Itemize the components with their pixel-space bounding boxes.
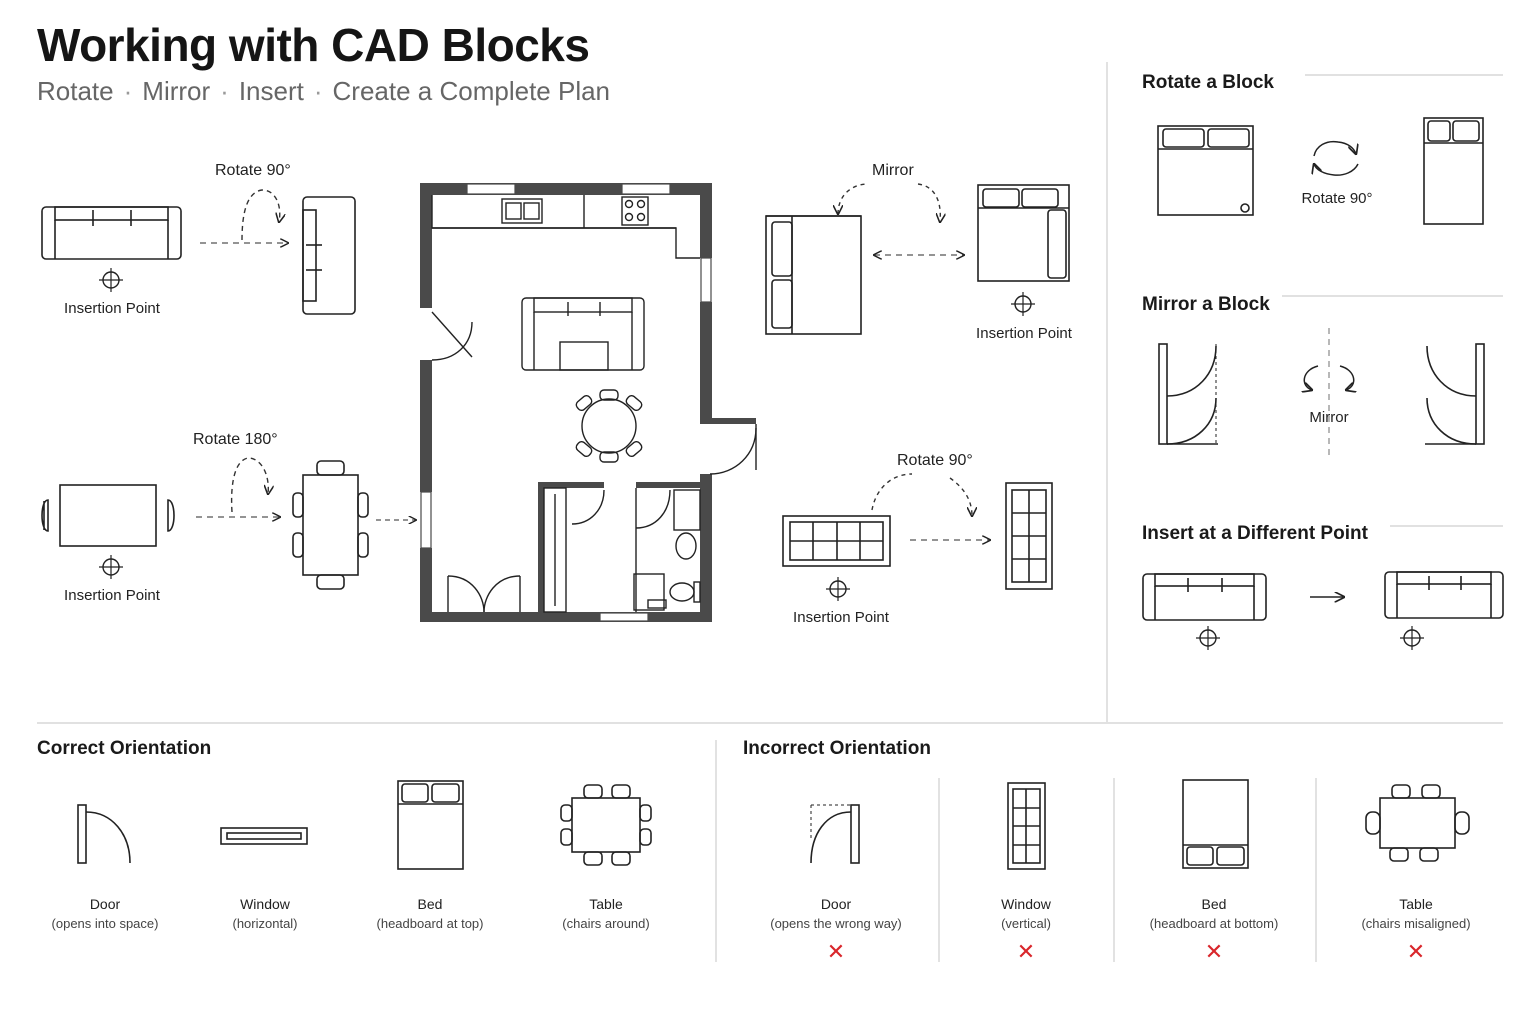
insertion-point-icon[interactable] (825, 576, 851, 602)
table-block[interactable] (41, 484, 175, 547)
sofa-rotate-label: Rotate 90° (215, 162, 291, 179)
caption-name: Table (1399, 896, 1433, 912)
incorrect-table-caption: Table (chairs misaligned) (1361, 894, 1470, 934)
caption-name: Bed (1201, 896, 1227, 912)
bed-mirror-label: Mirror (872, 162, 914, 179)
correct-table-icon[interactable] (560, 784, 652, 866)
caption-desc: (headboard at top) (376, 916, 484, 931)
caption-name: Window (240, 896, 290, 912)
sidebar-insert-title: Insert at a Different Point (1142, 523, 1368, 544)
correct-window-caption: Window (horizontal) (232, 894, 297, 934)
insertion-point-icon[interactable] (1399, 625, 1425, 651)
sidebar-rotate-label: Rotate 90° (1301, 190, 1373, 207)
caption-desc: (opens into space) (51, 916, 159, 931)
floor-plan (420, 183, 757, 622)
window-rotate-label: Rotate 90° (897, 452, 973, 469)
correct-bed-caption: Bed (headboard at top) (377, 894, 484, 934)
caption-name: Door (89, 896, 121, 912)
correct-window-icon[interactable] (220, 827, 308, 845)
caption-name: Door (820, 896, 852, 912)
sidebar-insert-sofa[interactable] (1142, 573, 1267, 621)
correct-door-icon[interactable] (77, 804, 131, 864)
error-x-icon: ✕ (1406, 939, 1426, 964)
correct-bed-icon[interactable] (397, 780, 464, 870)
subtitle-mirror: Mirror (142, 76, 211, 106)
rotate-cycle-icon (1314, 140, 1358, 176)
incorrect-bed-caption: Bed (headboard at bottom) (1150, 894, 1279, 934)
incorrect-table-icon[interactable] (1365, 784, 1470, 862)
page-subtitle: Rotate · Mirror · Insert · Create a Complete P… (37, 76, 610, 107)
insertion-point-icon[interactable] (98, 267, 124, 293)
window-insertion-label: Insertion Point (793, 609, 889, 626)
mirror-arc-arrow (838, 183, 869, 214)
caption-desc: (horizontal) (232, 916, 298, 931)
subtitle-insert: Insert (238, 76, 304, 106)
error-x-icon: ✕ (1204, 939, 1224, 964)
bed-mirrored-block[interactable] (977, 184, 1070, 282)
caption-desc: (vertical) (1001, 916, 1051, 931)
caption-name: Table (589, 896, 623, 912)
insertion-point-icon[interactable] (1195, 625, 1221, 651)
page-title: Working with CAD Blocks (37, 19, 590, 71)
mirror-cycle-icon (1304, 365, 1353, 390)
sidebar-mirrored-door-block[interactable] (1425, 343, 1485, 445)
section-dividers (37, 62, 1503, 962)
sofa-rotated-block[interactable] (302, 196, 356, 315)
incorrect-door-caption: Door (opens the wrong way) (770, 894, 902, 934)
caption-desc: (opens the wrong way) (770, 916, 902, 931)
incorrect-window-icon[interactable] (1007, 782, 1046, 870)
sidebar-mirror-title: Mirror a Block (1142, 294, 1270, 315)
correct-door-caption: Door (opens into space) (52, 894, 159, 934)
sidebar-inserted-sofa[interactable] (1384, 571, 1504, 619)
subtitle-plan: Create a Complete Plan (332, 76, 611, 106)
error-x-icon: ✕ (1016, 939, 1036, 964)
sidebar-rotate-bed[interactable] (1157, 125, 1254, 216)
sidebar-rotated-bed[interactable] (1423, 117, 1484, 225)
incorrect-bed-icon[interactable] (1182, 779, 1249, 869)
mirror-arc-arrow (917, 183, 940, 222)
incorrect-door-icon[interactable] (810, 804, 860, 864)
subtitle-rotate: Rotate (37, 76, 114, 106)
insertion-point-icon[interactable] (1010, 291, 1036, 317)
caption-name: Bed (417, 896, 443, 912)
bed-block[interactable] (765, 215, 862, 335)
sidebar-mirror-label: Mirror (1309, 409, 1349, 426)
window-block[interactable] (782, 515, 891, 567)
correct-orientation-title: Correct Orientation (37, 738, 212, 759)
incorrect-orientation-title: Incorrect Orientation (743, 738, 931, 759)
sidebar-rotate-title: Rotate a Block (1142, 72, 1274, 93)
caption-name: Window (1001, 896, 1051, 912)
subtitle-separator: · (220, 76, 229, 106)
rotate-arc-arrow (241, 189, 280, 241)
correct-table-caption: Table (chairs around) (562, 894, 649, 934)
table-rotate-label: Rotate 180° (193, 431, 278, 448)
sidebar-door-block[interactable] (1158, 343, 1218, 445)
incorrect-window-caption: Window (vertical) (1001, 894, 1051, 934)
sofa-insertion-label: Insertion Point (64, 300, 160, 317)
bed-insertion-label: Insertion Point (976, 325, 1072, 342)
caption-desc: (chairs around) (562, 916, 650, 931)
caption-desc: (chairs misaligned) (1361, 916, 1471, 931)
subtitle-separator: · (313, 76, 323, 106)
rotate-arc-arrow (230, 457, 269, 513)
table-insertion-label: Insertion Point (64, 587, 160, 604)
plan-walls (420, 183, 756, 622)
caption-desc: (headboard at bottom) (1149, 916, 1279, 931)
rotate-arc-arrow (949, 477, 972, 516)
table-rotated-block[interactable] (292, 460, 369, 590)
subtitle-separator: · (123, 76, 133, 106)
sofa-block[interactable] (41, 206, 182, 260)
window-rotated-block[interactable] (1005, 482, 1053, 590)
insertion-point-icon[interactable] (98, 554, 124, 580)
rotate-arc-arrow (871, 473, 913, 511)
error-x-icon: ✕ (826, 939, 846, 964)
